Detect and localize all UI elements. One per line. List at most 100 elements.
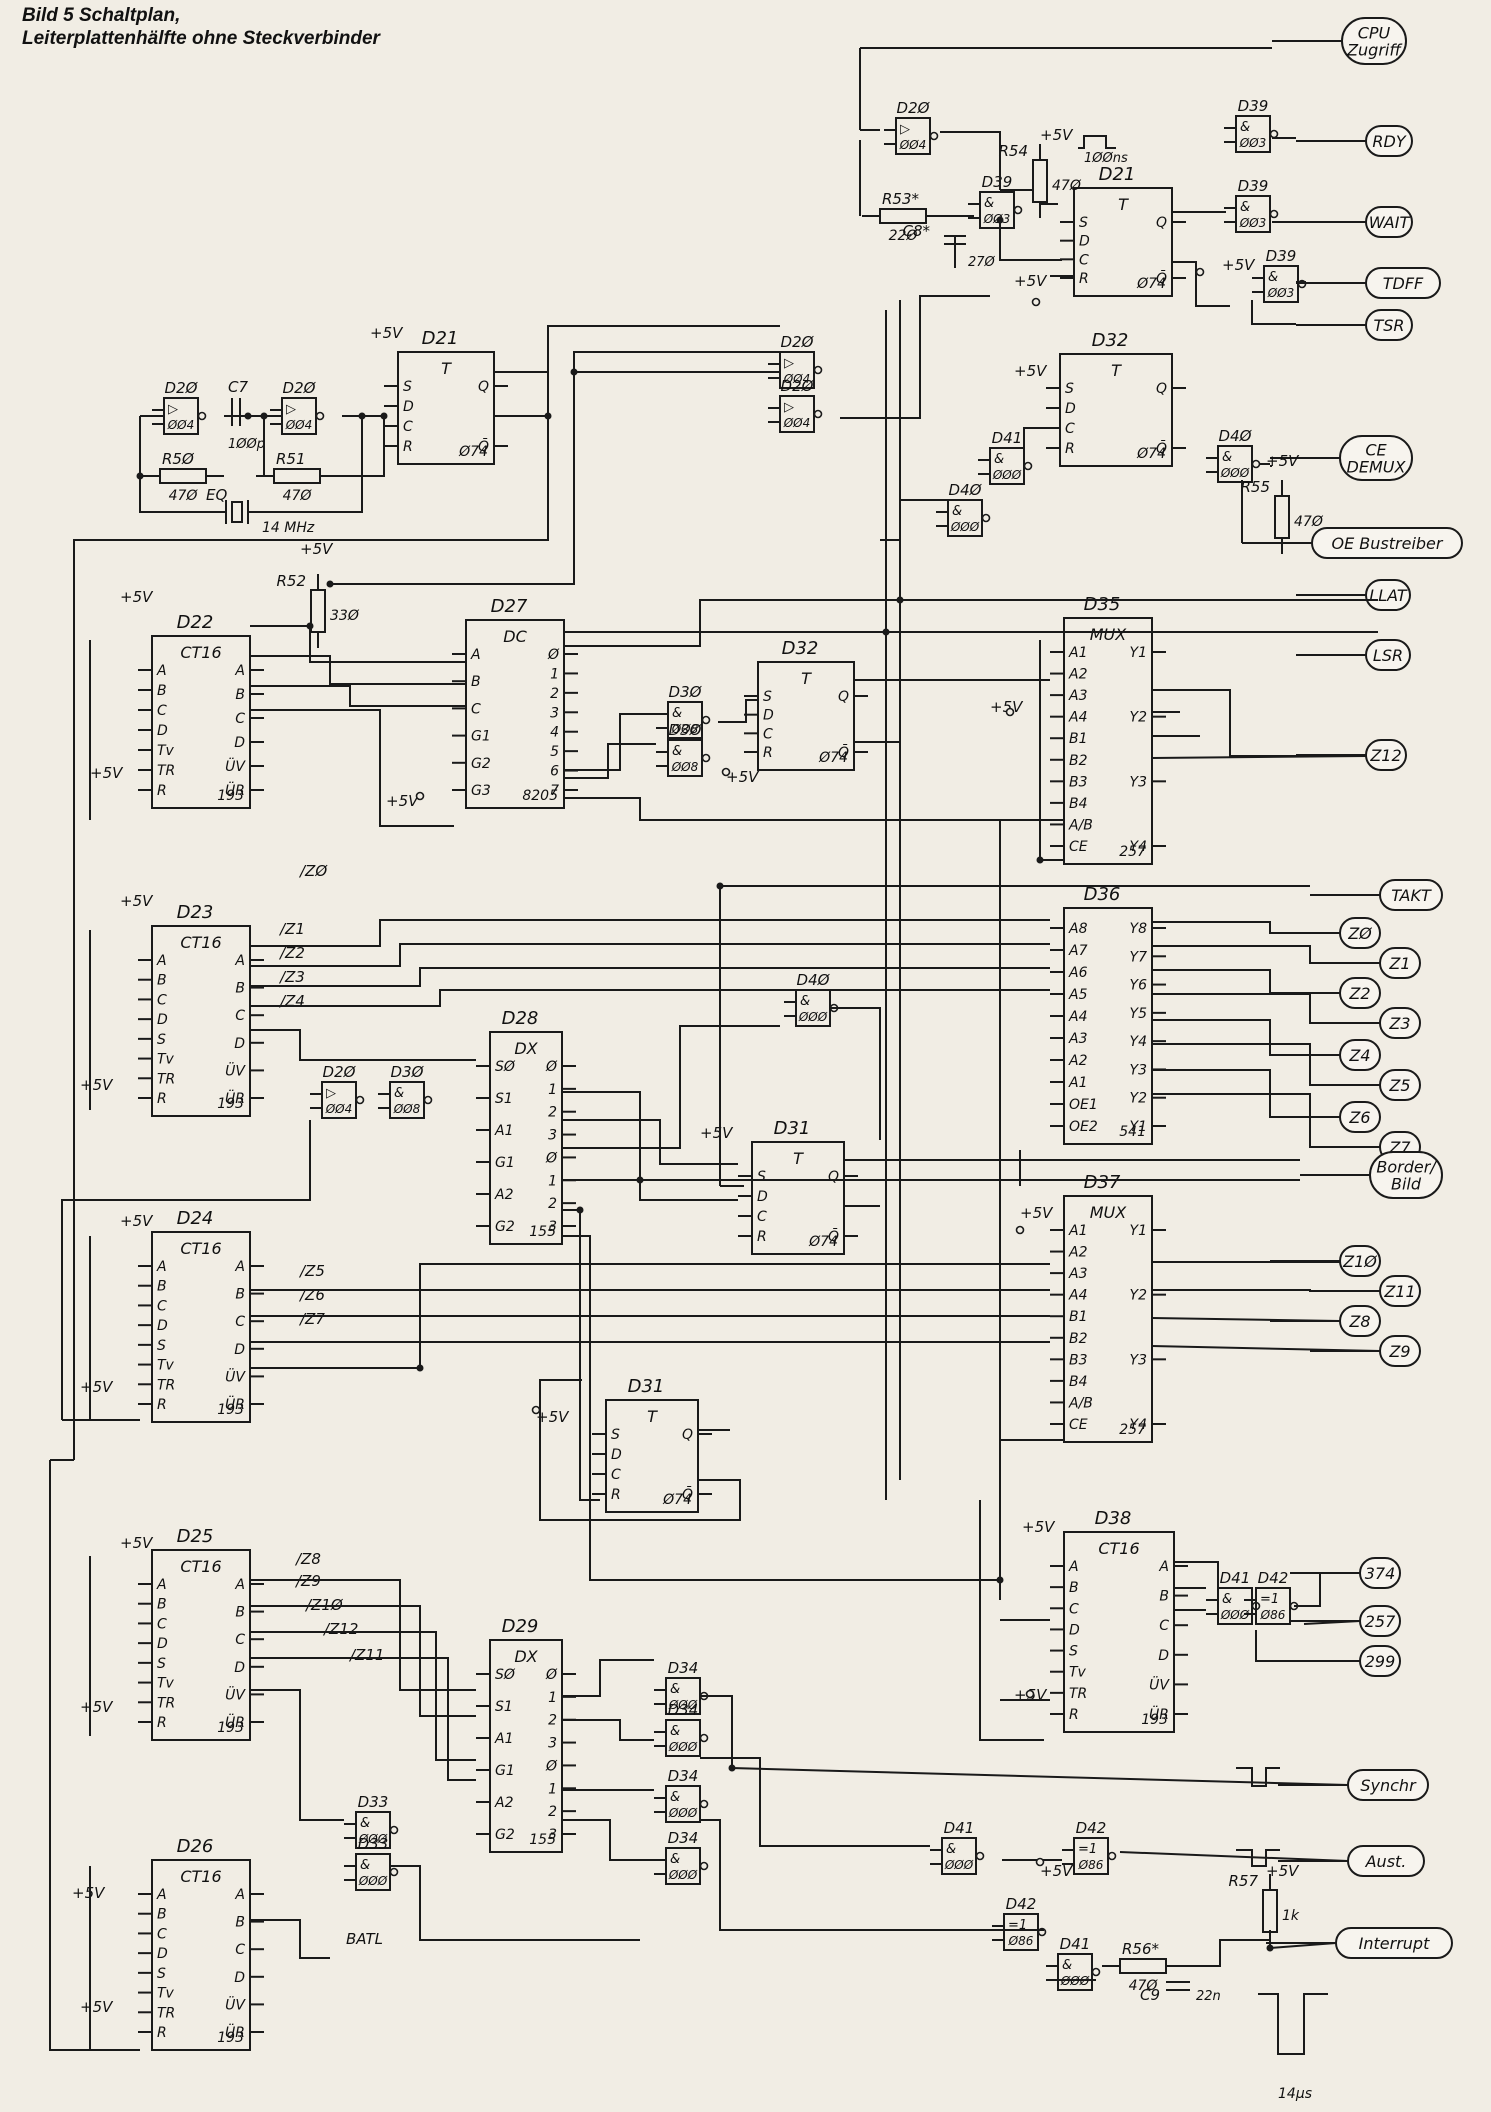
chip-input-label: A2 bbox=[1068, 667, 1088, 683]
chip-output-label: Y2 bbox=[1130, 1288, 1148, 1304]
chip-output-label: B bbox=[1159, 1589, 1169, 1605]
supply-label: +5V bbox=[120, 1212, 154, 1230]
wire bbox=[854, 539, 901, 743]
chip-output-label: B bbox=[235, 687, 245, 703]
gate-symbol: & bbox=[670, 1790, 680, 1805]
crystal-value: 14 MHz bbox=[262, 520, 315, 536]
chip-output-label: ÜV bbox=[225, 1995, 246, 2013]
gate-symbol: & bbox=[1240, 200, 1250, 215]
connector-tdff: TDFF bbox=[1365, 267, 1441, 299]
chip-input-label: CE bbox=[1069, 1417, 1088, 1433]
wire bbox=[562, 1719, 654, 1741]
supply-label: +5V bbox=[370, 324, 404, 342]
chip-ref: D35 bbox=[1084, 594, 1121, 615]
chip-input-label: R bbox=[1079, 271, 1089, 287]
chip-input-label: D bbox=[403, 399, 414, 415]
chip-input-label: G1 bbox=[495, 1763, 515, 1779]
gate-symbol: & bbox=[360, 1816, 370, 1831]
chip-input-label: D bbox=[157, 1946, 168, 1962]
connector-label: TSR bbox=[1373, 316, 1404, 335]
connector-label: Border/ bbox=[1376, 1158, 1437, 1177]
figure-heading: Bild 5 Schaltplan, Leiterplattenhälfte o… bbox=[22, 4, 380, 50]
chip-input-label: B bbox=[157, 1907, 167, 1923]
chip-ref: D21 bbox=[422, 328, 459, 349]
chip-input-label: C bbox=[403, 419, 413, 435]
chip-input-label: A1 bbox=[494, 1123, 513, 1139]
chip-input-label: D bbox=[1069, 1622, 1080, 1638]
chip-output-label: B bbox=[235, 1915, 245, 1931]
terminal bbox=[1005, 707, 1015, 717]
inversion-bubble bbox=[1037, 1927, 1047, 1937]
wire bbox=[562, 1209, 600, 1501]
gate-type: ØØØ bbox=[1220, 1608, 1250, 1622]
connector-takt: TAKT bbox=[1379, 879, 1443, 911]
supply-label: +5V bbox=[120, 1534, 154, 1552]
terminal bbox=[415, 791, 425, 801]
chip-ref: D32 bbox=[782, 638, 819, 659]
chip-type: Ø74 bbox=[818, 750, 848, 766]
gate-symbol: & bbox=[360, 1858, 370, 1873]
wire bbox=[1151, 1317, 1341, 1322]
wire bbox=[338, 416, 385, 477]
chip-output-label: Y1 bbox=[1130, 645, 1147, 661]
inversion-bubble bbox=[1091, 1967, 1101, 1977]
chip-input-label: G1 bbox=[495, 1155, 515, 1171]
chip-input-label: C bbox=[763, 726, 773, 742]
chip-ref: D27 bbox=[491, 596, 528, 617]
gate-symbol: & bbox=[952, 504, 962, 519]
chip-output-label: Y5 bbox=[1130, 1006, 1148, 1022]
net-label: /Z11 bbox=[348, 1646, 384, 1664]
capacitor-ref: C8* bbox=[902, 222, 930, 240]
junction-dot bbox=[1266, 1944, 1274, 1952]
chip-output-label: Ø bbox=[545, 1667, 558, 1683]
connector-label: Aust. bbox=[1365, 1852, 1407, 1871]
connector-z10: Z1Ø bbox=[1339, 1245, 1381, 1277]
junction-dot bbox=[716, 882, 724, 890]
chip-output-label: ÜV bbox=[225, 1685, 246, 1703]
wire bbox=[330, 351, 780, 585]
chip-input-label: C bbox=[157, 992, 167, 1008]
connector-z12: Z12 bbox=[1365, 739, 1407, 771]
wire bbox=[718, 699, 758, 723]
gate-type: ØØØ bbox=[944, 1858, 974, 1872]
chip-output-label: 2 bbox=[548, 1196, 557, 1212]
resistor-ref: R56* bbox=[1122, 1940, 1160, 1958]
chip-type: 193 bbox=[217, 2030, 244, 2046]
net-label: /Z5 bbox=[298, 1262, 325, 1280]
wire bbox=[564, 797, 1064, 821]
junction-dot bbox=[244, 412, 252, 420]
supply-label: +5V bbox=[700, 1124, 734, 1142]
gate-type: ØØ3 bbox=[1239, 136, 1267, 150]
chip-input-label: G3 bbox=[471, 783, 491, 799]
chip-output-label: Q bbox=[478, 379, 489, 395]
junction-dot bbox=[416, 1364, 424, 1372]
connector-border-bild: Border/Bild bbox=[1369, 1151, 1443, 1199]
inversion-bubble bbox=[699, 1733, 709, 1743]
chip-output-label: Ø bbox=[545, 1059, 558, 1075]
chip-input-label: A1 bbox=[1068, 1075, 1087, 1091]
chip-output-label: ÜR bbox=[225, 1089, 245, 1107]
resistor-ref: R53* bbox=[882, 190, 920, 208]
wire bbox=[1119, 1851, 1349, 1862]
resistor-value: 47Ø bbox=[1129, 1978, 1159, 1994]
chip-input-label: A3 bbox=[1068, 688, 1087, 704]
chip-output-label: 2 bbox=[548, 1804, 557, 1820]
supply-label: +5V bbox=[386, 792, 420, 810]
chip-output-label: D bbox=[1158, 1648, 1169, 1664]
chip-input-label: B bbox=[157, 1597, 167, 1613]
gate-ref: D2Ø bbox=[165, 379, 199, 397]
connector-label: Z2 bbox=[1348, 984, 1370, 1003]
